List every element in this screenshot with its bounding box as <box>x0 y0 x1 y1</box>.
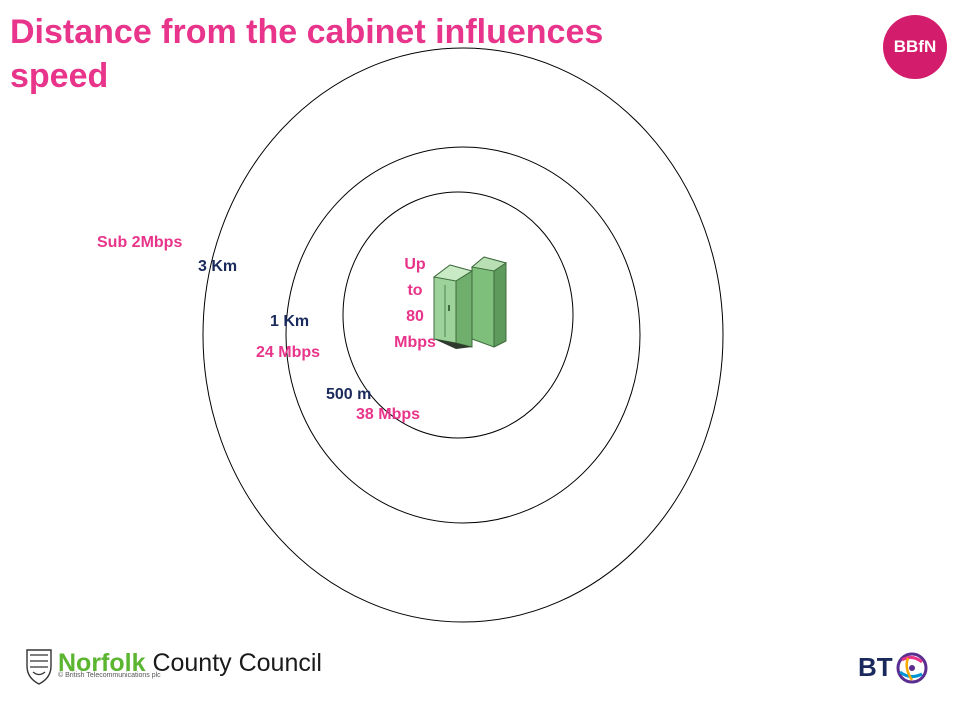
bt-globe-icon: BT <box>858 652 928 684</box>
copyright-notice: © British Telecommunications plc <box>58 672 161 679</box>
inner-ring <box>342 191 574 439</box>
council-logo: Norfolk County Council <box>58 646 322 680</box>
outer-distance-label: 3 Km <box>198 258 238 275</box>
title-line-1: Distance from the cabinet influences <box>10 13 604 51</box>
cabinet-speed-label: Up to 80 Mbps <box>380 252 450 356</box>
middle-ring <box>285 146 641 524</box>
title-line-2: speed <box>10 57 109 95</box>
center-line-3: 80 <box>406 308 424 325</box>
bt-wordmark: BT <box>858 652 893 682</box>
inner-speed-label: 38 Mbps <box>356 406 421 423</box>
inner-distance-label: 500 m <box>326 386 372 403</box>
council-logo-brand: Norfolk <box>58 649 146 677</box>
slide-title: Distance from the cabinet influences spe… <box>10 10 710 98</box>
outer-speed-label: Sub 2Mbps <box>97 234 183 251</box>
center-line-2: to <box>407 282 423 299</box>
outer-ring <box>202 47 724 623</box>
center-line-4: Mbps <box>394 334 436 351</box>
bbfn-logo: BBfN <box>883 15 947 79</box>
council-crest-icon <box>26 649 52 685</box>
middle-distance-label: 1 Km <box>270 313 310 330</box>
council-logo-rest: County Council <box>145 649 322 677</box>
center-line-1: Up <box>404 256 426 273</box>
street-cabinet-icon <box>432 256 508 349</box>
middle-speed-label: 24 Mbps <box>256 344 321 361</box>
